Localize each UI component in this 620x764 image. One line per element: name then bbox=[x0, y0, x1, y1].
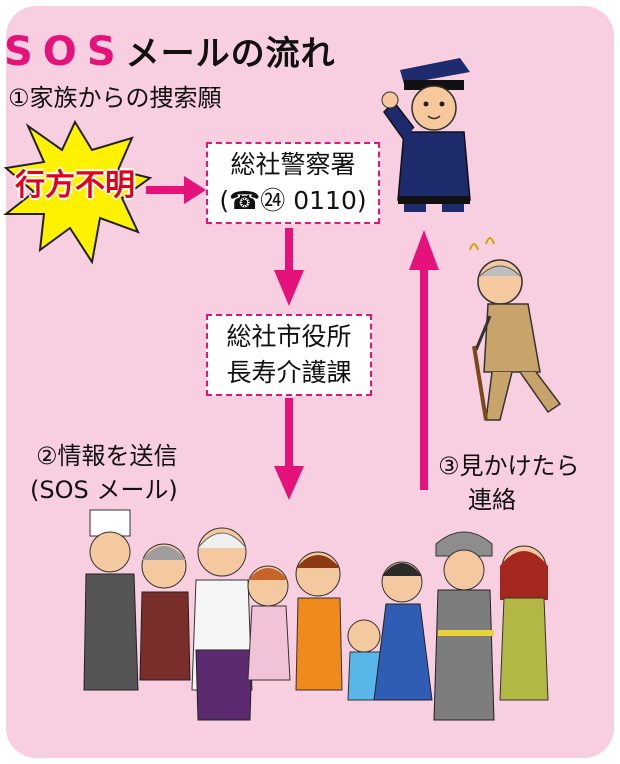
area-code: ㉔ bbox=[260, 186, 286, 215]
title-sos: SOS bbox=[4, 29, 126, 75]
arrow-to-police bbox=[146, 176, 206, 204]
police-station-name: 総社警察署 bbox=[230, 150, 356, 179]
police-station-box: 総社警察署 (☎㉔ 0110) bbox=[206, 142, 380, 224]
missing-label: 行方不明 bbox=[15, 168, 135, 203]
step-2-label: ②情報を送信 bbox=[36, 442, 178, 470]
community-group-illustration bbox=[83, 509, 549, 721]
arrow-report-up bbox=[409, 230, 439, 490]
elderly-wanderer-illustration bbox=[469, 237, 562, 421]
step-1-label: ①家族からの捜索願 bbox=[8, 84, 222, 112]
step-3-sublabel: 連絡 bbox=[468, 486, 516, 514]
phone-icon: ☎ bbox=[229, 186, 261, 215]
city-hall-dept: 長寿介護課 bbox=[226, 358, 352, 387]
step-2-sublabel: (SOS メール) bbox=[30, 476, 178, 504]
title-rest: メールの流れ bbox=[125, 34, 336, 74]
arrow-to-community bbox=[274, 398, 304, 500]
arrow-to-city bbox=[274, 228, 304, 306]
police-officer-illustration bbox=[381, 58, 471, 212]
burst-shape bbox=[3, 119, 153, 265]
police-phone: (☎㉔ 0110) bbox=[219, 186, 367, 215]
step-3-label: ③見かけたら bbox=[438, 452, 580, 480]
city-hall-box: 総社市役所 長寿介護課 bbox=[206, 314, 372, 396]
city-hall-name: 総社市役所 bbox=[226, 322, 352, 351]
page-title: SOS メールの流れ bbox=[4, 26, 336, 76]
